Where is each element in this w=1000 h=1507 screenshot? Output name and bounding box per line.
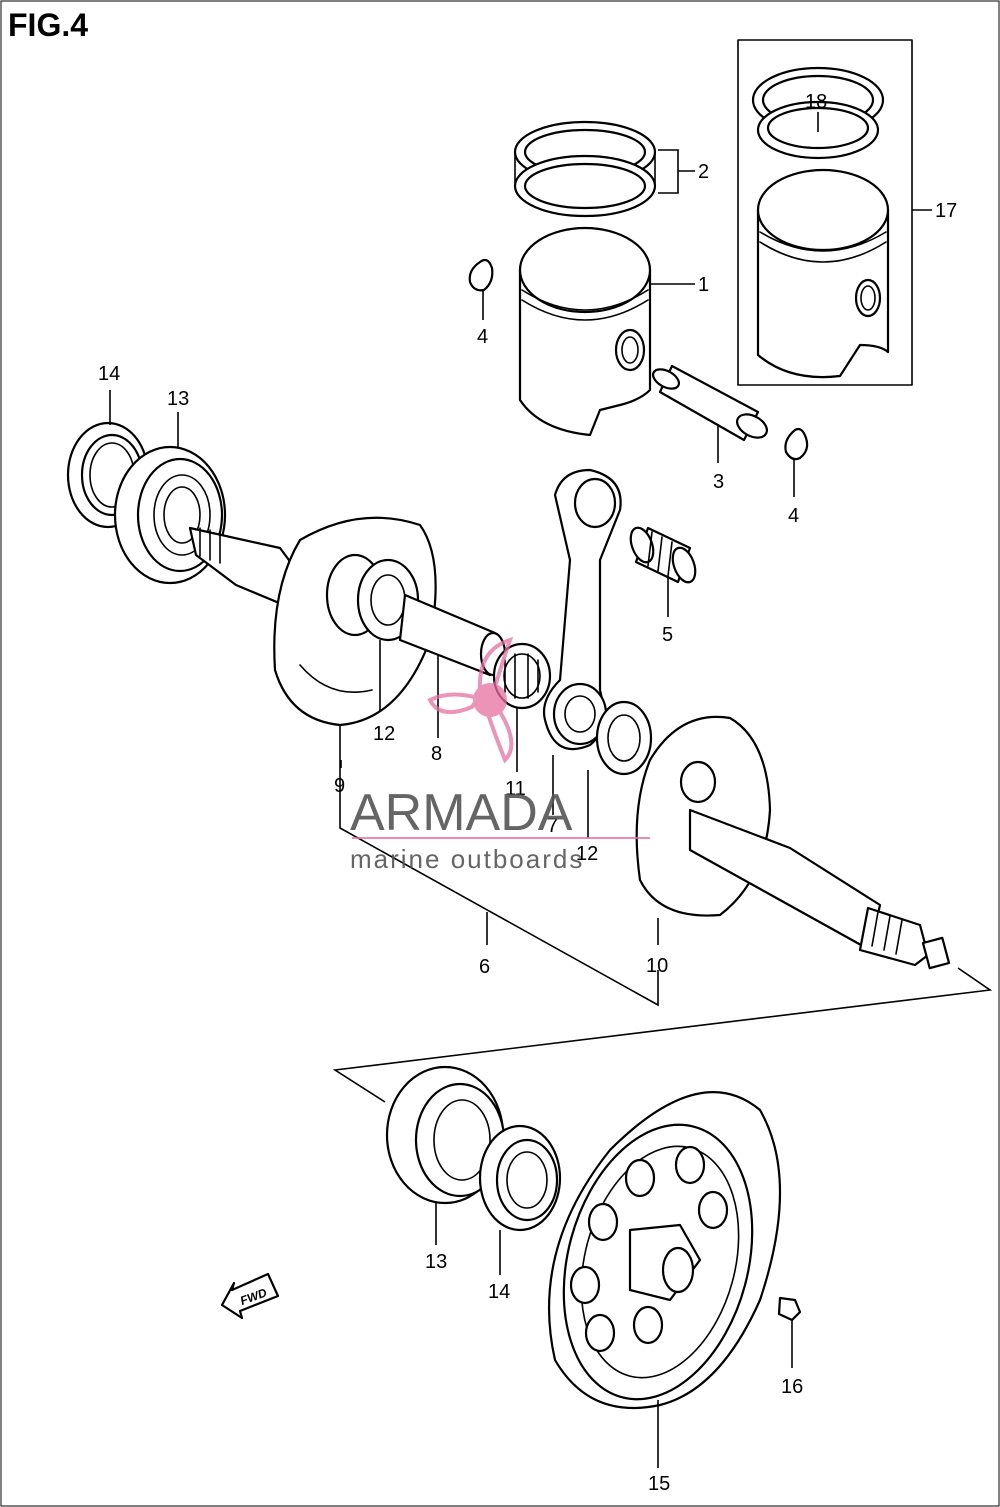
callout-9: 9 [334, 775, 345, 797]
callout-8: 8 [431, 743, 442, 765]
callout-16: 16 [781, 1376, 803, 1398]
piston-rings [513, 120, 657, 218]
thrust-washer-right [595, 700, 653, 776]
callout-7: 7 [547, 815, 558, 837]
armada-logo [427, 636, 514, 764]
circlip-left [468, 258, 494, 292]
needle-bearing-small-end [629, 526, 697, 584]
watermark-tagline: marine outboards [350, 844, 584, 874]
callout-13-top: 13 [167, 388, 189, 410]
piston-set-piston [756, 168, 890, 379]
callout-3: 3 [713, 471, 724, 493]
fwd-arrow: FWD [220, 1272, 280, 1320]
piston-set-box [737, 39, 913, 386]
connecting-rod [542, 468, 622, 751]
callout-5: 5 [662, 624, 673, 646]
callout-1: 1 [698, 274, 709, 296]
woodruff-key [777, 1296, 802, 1322]
callout-11: 11 [505, 778, 526, 800]
piston [518, 226, 652, 437]
figure-title: FIG.4 [8, 7, 88, 43]
piston-pin [651, 364, 768, 442]
callout-6: 6 [479, 956, 490, 978]
callout-15: 15 [648, 1473, 670, 1495]
circlip-right [784, 427, 809, 461]
section-divider [332, 967, 993, 1103]
callout-12-right: 12 [576, 843, 598, 865]
crank-shaft-right [688, 808, 951, 970]
callout-4-right: 4 [788, 505, 799, 527]
callout-14-top: 14 [98, 363, 120, 385]
callout-17: 17 [935, 200, 957, 222]
callout-13-bottom: 13 [425, 1251, 447, 1273]
callout-12-left: 12 [373, 723, 395, 745]
oil-seal-lower [478, 1124, 562, 1232]
callout-14-bottom: 14 [488, 1281, 510, 1303]
needle-bearing-big-end [492, 642, 552, 710]
callout-2: 2 [698, 161, 709, 183]
callout-10: 10 [646, 955, 668, 977]
watermark-brand: ARMADA [350, 784, 573, 842]
crankshaft-assembly-bracket [339, 725, 659, 1007]
callout-4-left: 4 [477, 326, 488, 348]
callout-18: 18 [805, 91, 827, 113]
starter-gear [547, 1091, 782, 1410]
